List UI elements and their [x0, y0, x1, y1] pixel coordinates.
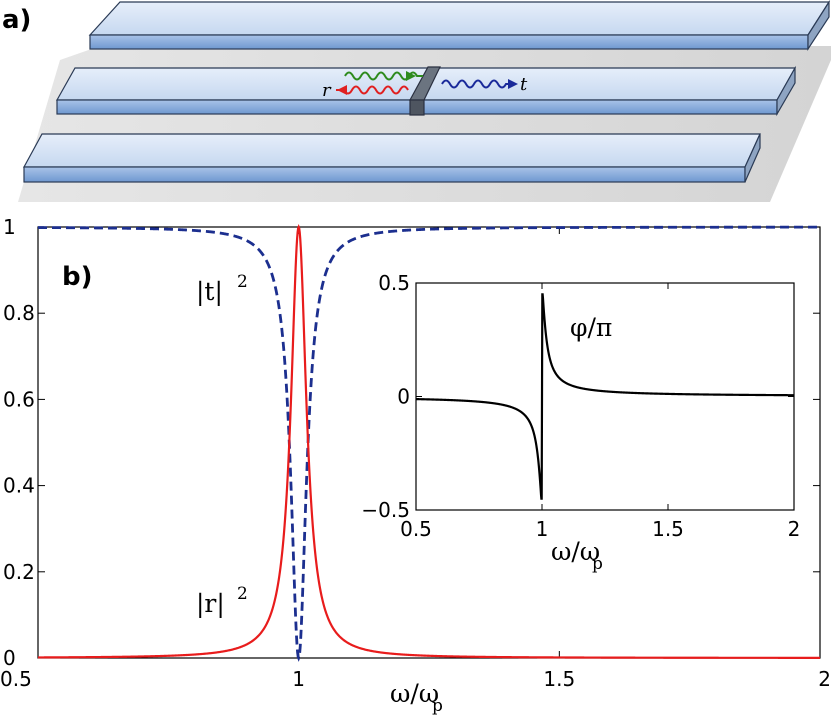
- phase-curve: [415, 293, 794, 500]
- waveguide-slab-1: [88, 0, 831, 52]
- main-xlabel-sub: p: [432, 696, 443, 716]
- incident-wave: [344, 71, 423, 81]
- reflected-wave: [336, 85, 409, 95]
- main-ytick-label: 0.8: [3, 301, 35, 325]
- inset-ticks: 0.5 1 1.5 2 0.5 0 −0.5: [361, 271, 800, 541]
- main-ytick-label: 0.4: [3, 474, 35, 498]
- main-plot-frame: [37, 226, 821, 659]
- panel-a: a) r t: [2, 0, 831, 202]
- inset-xtick-label: 1: [536, 517, 549, 541]
- panel-b-label: b): [62, 262, 93, 292]
- reflected-arrowhead: [337, 85, 347, 95]
- phase-label: φ/π: [570, 313, 612, 342]
- main-ytick-label: 0.6: [3, 387, 35, 411]
- inset-xlabel-sub: p: [592, 554, 603, 574]
- inset-xtick-label: 0.5: [400, 517, 432, 541]
- main-ytick-label: 0.2: [3, 560, 35, 584]
- inset-xtick-label: 1.5: [652, 517, 684, 541]
- inset-ytick-label: 0: [397, 385, 410, 409]
- transmitted-arrowhead: [508, 79, 518, 89]
- inset-plot-frame: [415, 282, 795, 511]
- main-ytick-label: 1: [3, 215, 16, 239]
- main-xtick-label: 2: [818, 667, 831, 691]
- main-xtick-label: 0.5: [0, 667, 32, 691]
- reflection-label-text: |r|: [196, 589, 225, 619]
- transmission-label-sup: 2: [237, 272, 248, 292]
- inset-ytick-label: −0.5: [361, 498, 410, 522]
- inset-ytick-label: 0.5: [378, 271, 410, 295]
- panel-a-label: a): [2, 5, 31, 35]
- transmission-label-text: |t|: [196, 277, 223, 307]
- transmission-curve: [38, 225, 820, 662]
- main-xlabel-text: ω/ω: [390, 679, 439, 708]
- waveguide-slab-2: [55, 65, 797, 117]
- inset-xlabel-text: ω/ω: [551, 537, 600, 566]
- main-xtick-label: 1: [292, 667, 305, 691]
- reflection-label-sup: 2: [237, 584, 248, 604]
- main-xtick-label: 1.5: [543, 667, 575, 691]
- inset-series: [415, 293, 794, 500]
- main-series: [38, 223, 820, 662]
- transmitted-label: t: [520, 74, 528, 95]
- main-xlabel: ω/ω p: [390, 679, 443, 716]
- reflection-curve: [38, 223, 820, 659]
- reflected-label: r: [322, 80, 332, 101]
- main-chart: 0.5 1 1.5 2 0 0.2 0.4 0.6 0.8 1 b) |t| 2 |r| 2 ω/…: [0, 215, 831, 716]
- transmitted-wave: [441, 79, 512, 89]
- inset-chart: 0.5 1 1.5 2 0.5 0 −0.5 φ/π ω/ω p: [361, 271, 800, 574]
- inset-xlabel: ω/ω p: [551, 537, 603, 574]
- inset-xtick-label: 2: [788, 517, 801, 541]
- reflection-label: |r| 2: [196, 584, 248, 619]
- main-ytick-label: 0: [3, 646, 16, 670]
- main-ticks: 0.5 1 1.5 2 0 0.2 0.4 0.6 0.8 1: [0, 215, 831, 691]
- waves: r t: [322, 71, 528, 101]
- incident-arrowhead: [406, 71, 416, 81]
- transmission-label: |t| 2: [196, 272, 248, 307]
- waveguide-slab-3: [22, 133, 761, 183]
